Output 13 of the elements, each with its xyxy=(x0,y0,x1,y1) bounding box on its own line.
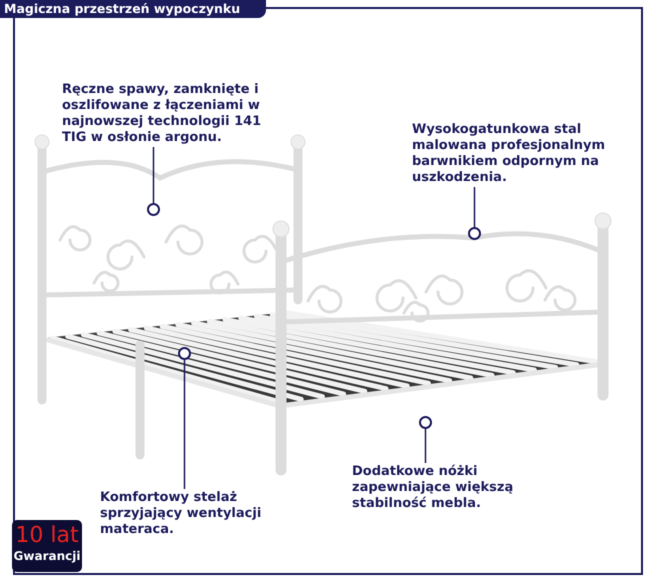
warranty-badge: 10 lat Gwarancji xyxy=(12,520,82,572)
leader-line xyxy=(152,147,154,203)
callout-marker xyxy=(419,416,432,429)
callout-marker xyxy=(147,203,160,216)
leader-line xyxy=(184,360,186,489)
callout-text: Dodatkowe nóżki zapewniające większą stabilność mebla. xyxy=(352,464,567,512)
callout-text: Komfortowy stelaż sprzyjający wentylacji materaca. xyxy=(100,490,272,538)
callout-text: Wysokogatunkowa stal malowana profesjonalnym barwnikiem odpornym na uszkodzenia. xyxy=(412,122,627,186)
callout-marker xyxy=(468,227,481,240)
leader-line xyxy=(424,429,426,463)
leader-line xyxy=(474,187,476,227)
callout-text: Ręczne spawy, zamknięte i oszlifowane z łączeniami w najnowszej technologii 141 TIG w osłonie argonu. xyxy=(62,82,265,146)
title-tab: Magiczna przestrzeń wypoczynku xyxy=(0,0,266,18)
